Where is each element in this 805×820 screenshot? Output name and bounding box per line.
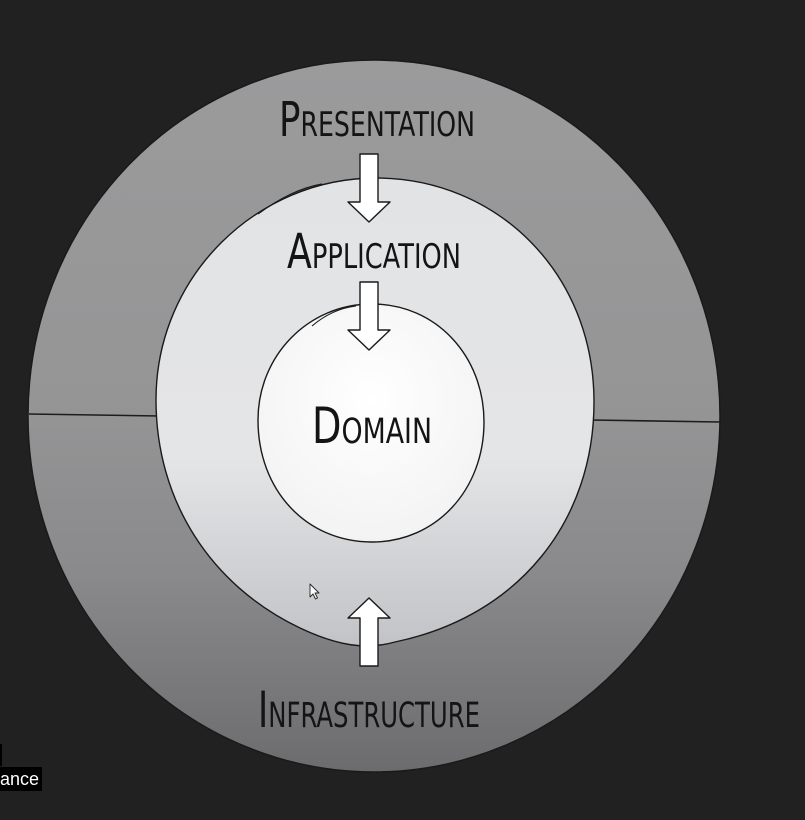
arrow-down-icon (347, 281, 391, 351)
mouse-pointer-icon (309, 583, 320, 600)
subtitle-caption: ance (0, 767, 43, 791)
arrow-up-icon (347, 597, 391, 667)
caption-edge (0, 744, 2, 766)
arrow-down-icon (347, 153, 391, 223)
domain-layer-label: Domain (312, 397, 432, 455)
domain-core-circle (257, 303, 485, 543)
sketch-stroke (311, 305, 357, 327)
presentation-layer-label: Presentation (279, 92, 475, 148)
infrastructure-layer-label: Infrastructure (258, 681, 480, 739)
application-layer-label: Application (287, 224, 461, 280)
layer-divider-line (28, 413, 721, 423)
sketch-stroke (257, 183, 323, 215)
